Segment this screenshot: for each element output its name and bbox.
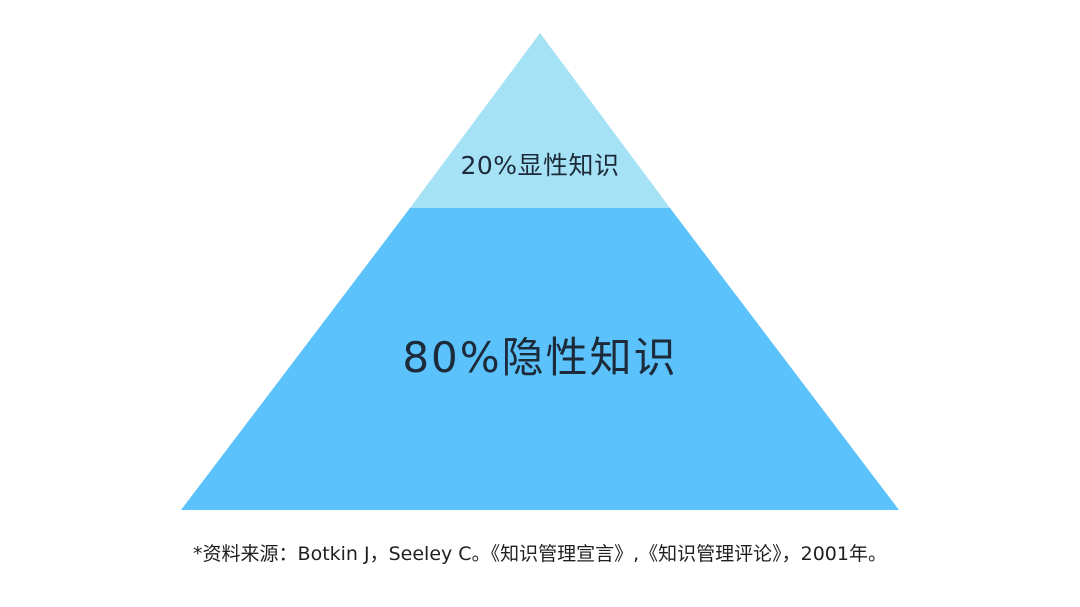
explicit-knowledge-label: 20%显性知识 — [460, 151, 620, 180]
tacit-knowledge-label: 80%隐性知识 — [402, 333, 678, 382]
pyramid-top-tier — [410, 33, 670, 208]
pyramid-bottom-tier — [181, 208, 899, 510]
source-citation: *资料来源：Botkin J，Seeley C。《知识管理宣言》,《知识管理评论… — [193, 543, 887, 565]
